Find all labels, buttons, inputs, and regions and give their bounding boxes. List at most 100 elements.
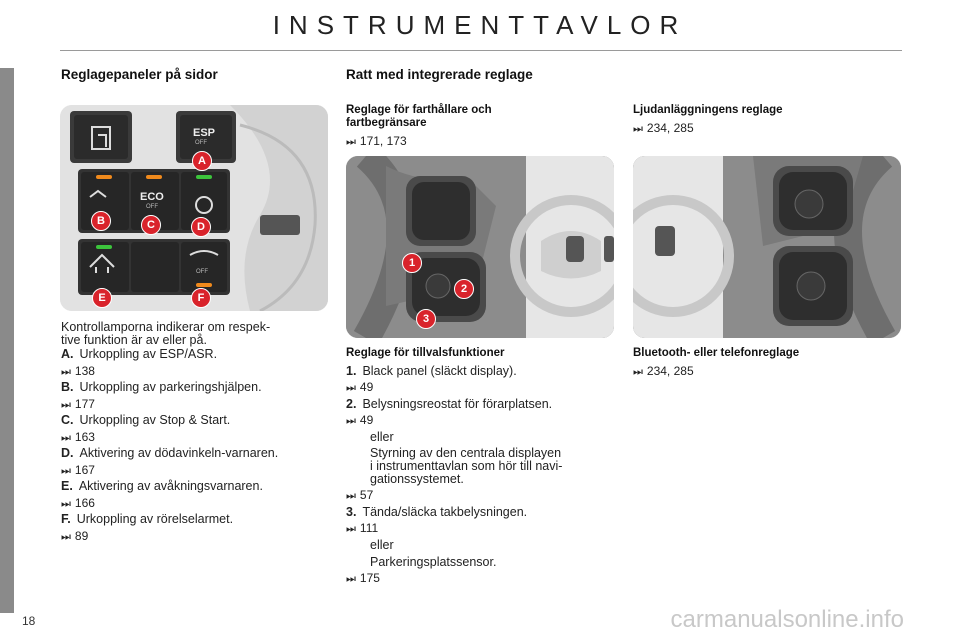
- cruise-title-1: Reglage för farthållare och: [346, 104, 492, 116]
- bluetooth-title: Bluetooth- eller telefonreglage: [633, 347, 800, 359]
- badge-e: E: [92, 288, 112, 308]
- steering-wheel-illustration: [346, 156, 614, 338]
- watermark: carmanualsonline.info: [670, 606, 904, 633]
- page-title: INSTRUMENTTAVLOR: [272, 10, 688, 40]
- intro-line-2: tive funktion är av eller på.: [61, 333, 207, 347]
- option-3-text: Tända/släcka takbelysningen.: [362, 505, 528, 519]
- right-heading: Ratt med integrerade reglage: [346, 67, 533, 82]
- title-divider: [60, 50, 902, 51]
- fast-forward-icon: ⏭: [61, 432, 71, 444]
- option-1: 1.Black panel (släckt display).: [346, 364, 517, 379]
- audio-controls-illustration: [633, 156, 901, 338]
- item-a-ref: ⏭138: [61, 364, 95, 379]
- fast-forward-icon: ⏭: [633, 123, 643, 135]
- item-e-text: Aktivering av avåkningsvarnaren.: [78, 479, 263, 493]
- side-tab-bar: [0, 68, 14, 613]
- bluetooth-ref-num: 234, 285: [646, 364, 694, 378]
- item-d-key: D.: [61, 446, 74, 460]
- option-1-ref-num: 49: [359, 380, 374, 394]
- item-a-text: Urkoppling av ESP/ASR.: [79, 347, 218, 361]
- option-3-alt-ref-num: 175: [359, 571, 380, 585]
- intro-line-1: Kontrollamporna indikerar om respek-: [61, 320, 271, 334]
- option-2: 2. Belysningsreostat för förarplatsen.: [346, 397, 552, 412]
- audio-title: Ljudanläggningens reglage: [633, 104, 783, 116]
- badge-b: B: [91, 211, 111, 231]
- led-e: [96, 245, 112, 249]
- cruise-ref: ⏭171, 173: [346, 134, 407, 149]
- item-a-key: A.: [61, 347, 74, 361]
- badge-a: A: [192, 151, 212, 171]
- fast-forward-icon: ⏭: [633, 366, 643, 378]
- led-d: [196, 175, 212, 179]
- audio-controls-photo: [633, 156, 901, 338]
- item-b-ref-num: 177: [74, 397, 95, 411]
- audio-ref-num: 234, 285: [646, 121, 694, 135]
- options-title: Reglage för tillvalsfunktioner: [346, 347, 505, 359]
- item-e-ref-num: 166: [74, 496, 95, 510]
- badge-1: 1: [402, 253, 422, 273]
- fast-forward-icon: ⏭: [61, 399, 71, 411]
- led-f: [196, 283, 212, 287]
- option-2-ref: ⏭49: [346, 413, 373, 428]
- fast-forward-icon: ⏭: [346, 573, 356, 585]
- item-c-ref: ⏭163: [61, 430, 95, 445]
- item-a-ref-num: 138: [74, 364, 95, 378]
- steering-wheel-photo: 1 2 3: [346, 156, 614, 338]
- option-1-ref: ⏭49: [346, 380, 373, 395]
- option-2-text: Belysningsreostat för förarplatsen.: [362, 397, 553, 411]
- eco-off-label: OFF: [146, 204, 158, 210]
- item-b-text: Urkoppling av parkeringshjälpen.: [79, 380, 262, 394]
- option-3-ref-num: 111: [359, 521, 379, 535]
- side-panel-photo: ESP OFF ECO OFF OFF A B C D E F: [60, 105, 328, 311]
- item-e-key: E.: [61, 479, 73, 493]
- fast-forward-icon: ⏭: [346, 490, 356, 502]
- item-f-text: Urkoppling av rörelselarmet.: [76, 512, 234, 526]
- esp-label: ESP: [193, 127, 216, 139]
- option-2-key: 2.: [346, 397, 357, 411]
- item-e: E. Aktivering av avåkningsvarnaren.: [61, 479, 263, 494]
- item-a: A. Urkoppling av ESP/ASR.: [61, 347, 217, 362]
- item-c-key: C.: [61, 413, 74, 427]
- side-panel-illustration: [60, 105, 328, 311]
- item-b-key: B.: [61, 380, 74, 394]
- fast-forward-icon: ⏭: [61, 531, 71, 543]
- option-2-alt-ref: ⏭57: [346, 488, 373, 503]
- fast-forward-icon: ⏭: [61, 498, 71, 510]
- option-3-key: 3.: [346, 505, 357, 519]
- badge-d: D: [191, 217, 211, 237]
- item-b-ref: ⏭177: [61, 397, 95, 412]
- item-e-ref: ⏭166: [61, 496, 95, 511]
- fast-forward-icon: ⏭: [61, 465, 71, 477]
- option-2-alt-ref-num: 57: [359, 488, 374, 502]
- option-3-alt: Parkeringsplatssensor.: [370, 555, 497, 569]
- led-c: [146, 175, 162, 179]
- fast-forward-icon: ⏭: [61, 366, 71, 378]
- f-off-label: OFF: [196, 269, 208, 275]
- option-2-alt-1: Styrning av den centrala displayen: [370, 446, 562, 460]
- left-heading: Reglagepaneler på sidor: [61, 67, 218, 82]
- item-d-ref: ⏭167: [61, 463, 95, 478]
- item-b: B. Urkoppling av parkeringshjälpen.: [61, 380, 262, 395]
- cruise-ref-num: 171, 173: [359, 134, 407, 148]
- bluetooth-ref: ⏭234, 285: [633, 364, 694, 379]
- eco-label: ECO: [140, 191, 164, 203]
- page-number: 18: [22, 614, 36, 628]
- item-f-key: F.: [61, 512, 71, 526]
- fast-forward-icon: ⏭: [346, 523, 356, 535]
- option-3: 3. Tända/släcka takbelysningen.: [346, 505, 527, 520]
- badge-f: F: [191, 288, 211, 308]
- item-f: F. Urkoppling av rörelselarmet.: [61, 512, 233, 527]
- option-3-alt-ref: ⏭175: [346, 571, 380, 586]
- fast-forward-icon: ⏭: [346, 136, 356, 148]
- badge-3: 3: [416, 309, 436, 329]
- option-2-or: eller: [370, 430, 394, 444]
- item-f-ref-num: 89: [74, 529, 89, 543]
- option-2-alt-2: i instrumenttavlan som hör till navi-: [370, 459, 563, 473]
- option-3-or: eller: [370, 538, 394, 552]
- led-b: [96, 175, 112, 179]
- badge-c: C: [141, 215, 161, 235]
- item-c: C.Urkoppling av Stop & Start.: [61, 413, 230, 428]
- item-d-text: Aktivering av dödavinkeln-varnaren.: [79, 446, 279, 460]
- esp-off-label: OFF: [195, 140, 207, 146]
- item-f-ref: ⏭89: [61, 529, 88, 544]
